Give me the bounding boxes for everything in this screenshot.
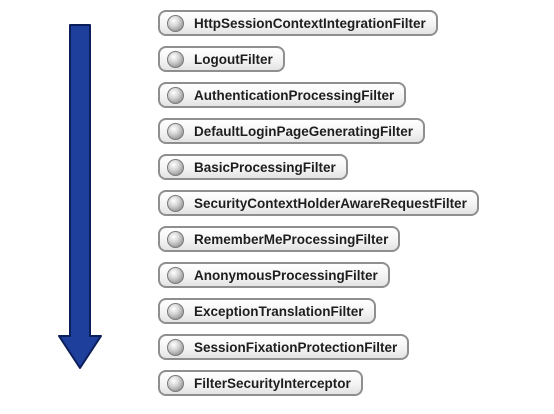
filter-label: HttpSessionContextIntegrationFilter (194, 15, 426, 31)
filter-label: SessionFixationProtectionFilter (194, 339, 398, 355)
filter-item: AnonymousProcessingFilter (158, 262, 390, 288)
bullet-icon (167, 302, 184, 320)
filter-item: ExceptionTranslationFilter (158, 298, 376, 324)
filter-label: BasicProcessingFilter (194, 159, 336, 175)
bullet-icon (167, 158, 184, 176)
bullet-icon (167, 50, 184, 68)
filter-label: AnonymousProcessingFilter (194, 267, 378, 283)
filter-item: DefaultLoginPageGeneratingFilter (158, 118, 426, 144)
filter-item: SessionFixationProtectionFilter (158, 334, 410, 360)
filter-label: ExceptionTranslationFilter (194, 303, 364, 319)
filter-item: RememberMeProcessingFilter (158, 226, 401, 252)
arrow-shape (58, 24, 102, 369)
filter-item: BasicProcessingFilter (158, 154, 348, 180)
filter-item: LogoutFilter (158, 46, 285, 72)
bullet-icon (167, 86, 184, 104)
filter-chain-list: HttpSessionContextIntegrationFilter Logo… (158, 10, 479, 406)
bullet-icon (167, 122, 184, 140)
filter-label: RememberMeProcessingFilter (194, 231, 389, 247)
filter-label: DefaultLoginPageGeneratingFilter (194, 123, 414, 139)
bullet-icon (167, 14, 184, 32)
filter-label: SecurityContextHolderAwareRequestFilter (194, 195, 467, 211)
filter-item: SecurityContextHolderAwareRequestFilter (158, 190, 479, 216)
bullet-icon (167, 374, 184, 392)
bullet-icon (167, 230, 184, 248)
bullet-icon (167, 266, 184, 284)
filter-item: FilterSecurityInterceptor (158, 370, 363, 396)
bullet-icon (167, 194, 184, 212)
filter-label: LogoutFilter (194, 51, 273, 67)
filter-label: FilterSecurityInterceptor (194, 375, 351, 391)
filter-label: AuthenticationProcessingFilter (194, 87, 395, 103)
filter-item: HttpSessionContextIntegrationFilter (158, 10, 438, 36)
bullet-icon (167, 338, 184, 356)
down-arrow-icon (58, 24, 102, 369)
filter-item: AuthenticationProcessingFilter (158, 82, 407, 108)
